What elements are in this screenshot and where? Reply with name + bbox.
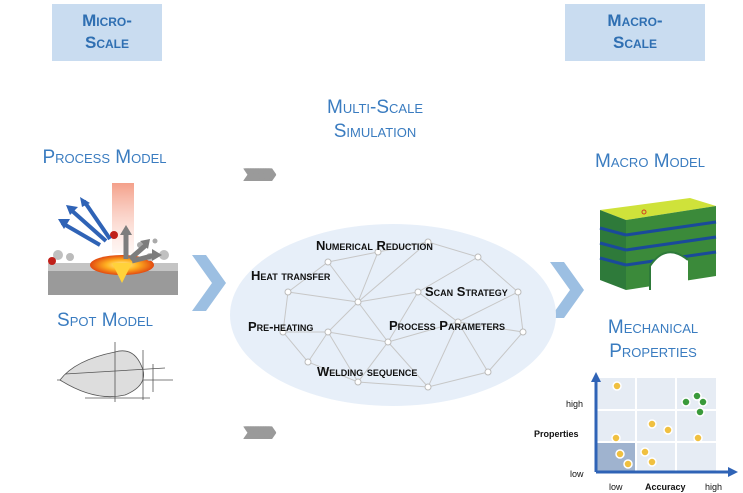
chevron-row-top: ›››››››››››››››› <box>242 154 277 190</box>
macro-model-title: Macro Model <box>595 151 705 172</box>
arrow-left-icon <box>192 255 226 311</box>
spot-model-title: Spot Model <box>57 310 153 331</box>
chevron-row-bottom: ›››››››››››››››› <box>242 412 277 448</box>
spot-model-drawing <box>57 342 173 402</box>
macro-scale-badge: Macro- Scale <box>565 4 705 61</box>
process-model-title: Process Model <box>42 147 167 168</box>
label-process-parameters: Process Parameters <box>389 318 505 333</box>
x-axis-high-label: high <box>705 482 723 492</box>
y-axis-low-label: low <box>570 469 584 479</box>
micro-scale-label: Micro- Scale <box>82 11 132 52</box>
arrow-right-icon <box>550 262 584 318</box>
label-welding-sequence: Welding sequence <box>317 364 418 379</box>
label-scan-strategy: Scan Strategy <box>425 284 508 299</box>
macro-scale-label: Macro- Scale <box>607 11 663 52</box>
micro-scale-badge: Micro- Scale <box>52 4 162 61</box>
y-axis-title: Properties <box>534 429 579 439</box>
macro-model-image <box>599 198 717 290</box>
mechanical-properties-title: Mechanical Properties <box>607 317 699 362</box>
label-pre-heating: Pre-heating <box>248 319 314 334</box>
properties-accuracy-chart: high Properties low low Accuracy high <box>534 372 743 493</box>
x-axis-title: Accuracy <box>645 482 686 492</box>
y-axis-high-label: high <box>566 399 584 409</box>
process-model-image <box>48 183 178 295</box>
x-axis-low-label: low <box>609 482 623 492</box>
label-heat-transfer: Heat transfer <box>251 268 331 283</box>
multiscale-title: Multi-Scale Simulation <box>327 97 423 142</box>
network-diagram <box>230 224 556 406</box>
chart-grid <box>591 372 738 477</box>
label-numerical-reduction: Numerical Reduction <box>316 238 433 253</box>
